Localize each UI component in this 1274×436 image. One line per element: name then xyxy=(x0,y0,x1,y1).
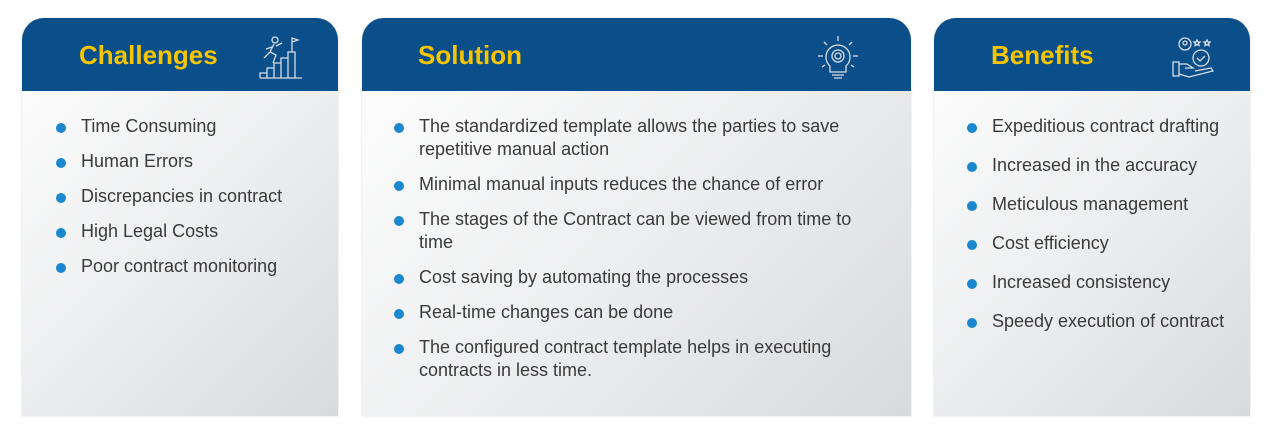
benefits-list: Expeditious contract drafting Increased … xyxy=(966,115,1225,333)
solution-title: Solution xyxy=(418,40,522,70)
benefits-header: Benefits xyxy=(934,18,1250,91)
solution-card: Solution The standardized template allow… xyxy=(362,18,911,416)
challenges-header: Challenges xyxy=(22,18,338,91)
solution-header: Solution xyxy=(362,18,911,91)
list-item: The stages of the Contract can be viewed… xyxy=(394,208,859,254)
list-item: Expeditious contract drafting xyxy=(966,115,1224,138)
list-item: High Legal Costs xyxy=(55,220,282,243)
list-item: Minimal manual inputs reduces the chance… xyxy=(394,173,859,196)
challenges-title: Challenges xyxy=(79,40,218,70)
solution-list: The standardized template allows the par… xyxy=(394,115,859,382)
benefits-title: Benefits xyxy=(991,40,1094,70)
list-item: Increased in the accuracy xyxy=(966,154,1224,177)
list-item: Meticulous management xyxy=(966,193,1224,216)
list-item: Human Errors xyxy=(55,150,282,173)
benefits-card: Benefits Expeditious contract drafting I… xyxy=(934,18,1250,416)
list-item: Cost saving by automating the processes xyxy=(394,266,859,289)
list-item: Time Consuming xyxy=(55,115,282,138)
challenges-card: Challenges Time Consuming Human Errors D… xyxy=(22,18,338,416)
list-item: Poor contract monitoring xyxy=(55,255,282,278)
list-item: Increased consistency xyxy=(966,271,1224,294)
list-item: The standardized template allows the par… xyxy=(394,115,859,161)
list-item: Speedy execution of contract xyxy=(966,311,1225,331)
list-item: Real-time changes can be done xyxy=(394,301,859,324)
list-item: Cost efficiency xyxy=(966,232,1224,255)
challenges-list: Time Consuming Human Errors Discrepancie… xyxy=(55,115,283,278)
list-item: Discrepancies in contract xyxy=(55,186,283,206)
hand-gear-stars-icon xyxy=(1172,37,1215,78)
stairs-climbing-icon xyxy=(259,36,302,79)
lightbulb-gear-icon xyxy=(818,36,858,79)
list-item: The configured contract template helps i… xyxy=(394,336,859,382)
